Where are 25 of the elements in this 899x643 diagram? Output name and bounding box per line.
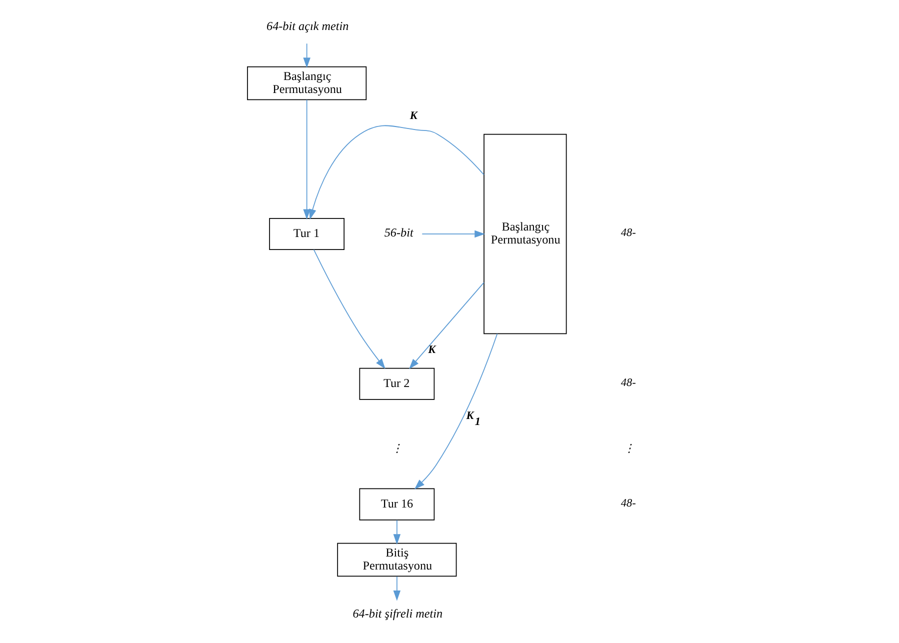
node-box: Tur 1 bbox=[268, 218, 344, 250]
node-box: Tur 2 bbox=[358, 368, 434, 400]
edge-label: K bbox=[428, 344, 436, 356]
label: 48- bbox=[620, 376, 636, 389]
arrow bbox=[302, 99, 310, 220]
label: 48- bbox=[620, 227, 636, 240]
arrow bbox=[414, 333, 498, 490]
arrow bbox=[308, 125, 484, 220]
arrow bbox=[302, 43, 310, 68]
edge-label: K bbox=[409, 110, 417, 122]
node-text: 56-bit bbox=[384, 225, 413, 240]
arrow bbox=[392, 576, 400, 601]
node-box: Başlangıç Permutasyonu bbox=[483, 134, 566, 334]
label: ⋮ bbox=[390, 442, 402, 455]
node-box: Tur 16 bbox=[358, 488, 434, 520]
label: 48- bbox=[620, 497, 636, 510]
node-box: Bitiş Permutasyonu bbox=[336, 542, 456, 577]
node-text: 64-bit açık metin bbox=[266, 19, 348, 34]
label: ⋮ bbox=[623, 442, 634, 455]
node-text: 64-bit şifreli metin bbox=[352, 606, 442, 621]
arrow bbox=[421, 230, 485, 238]
arrow bbox=[408, 282, 484, 370]
arrow bbox=[312, 249, 385, 369]
node-box: Başlangıç Permutasyonu bbox=[246, 66, 366, 100]
arrow bbox=[392, 520, 400, 545]
